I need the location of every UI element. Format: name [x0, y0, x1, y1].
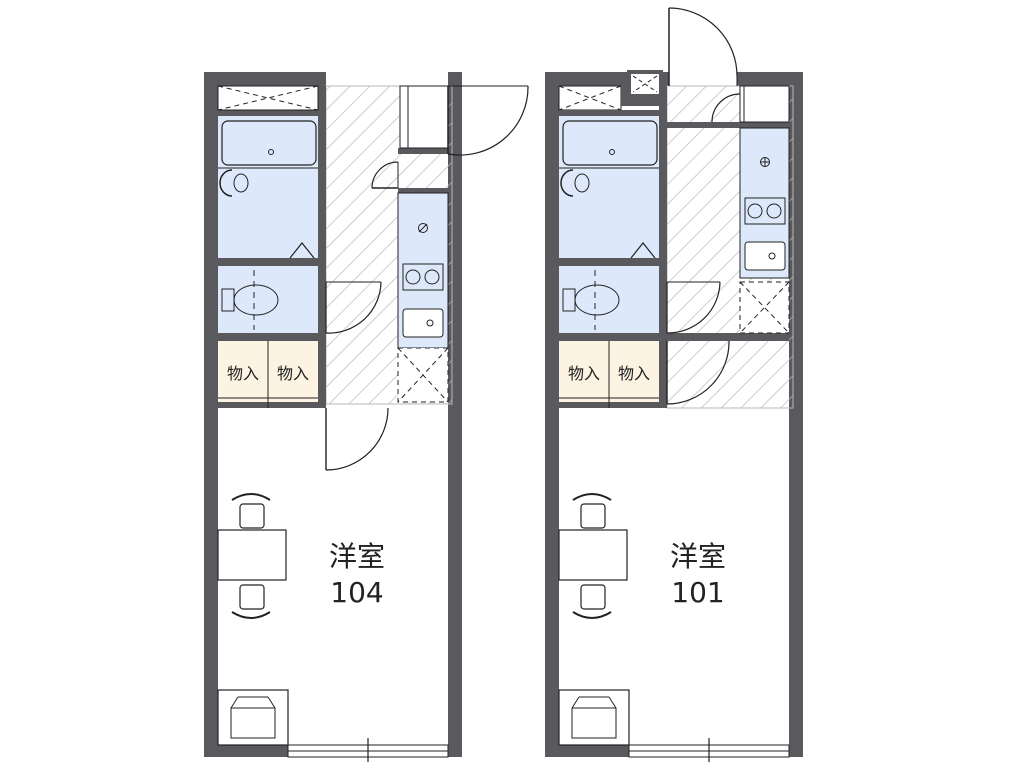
- storage-label: 物入: [618, 364, 650, 383]
- kitchen-door[interactable]: [371, 161, 399, 189]
- sink-icon: [744, 241, 786, 271]
- floor-plan-104: 物入 物入 洋室: [204, 72, 529, 762]
- interior-wall: [559, 110, 659, 116]
- fridge-outlet-icon: [760, 157, 770, 167]
- window: [628, 738, 790, 762]
- toilet-door[interactable]: [666, 281, 721, 334]
- interior-wall: [559, 258, 659, 266]
- interior-wall: [559, 333, 659, 341]
- bathroom-door[interactable]: [289, 242, 315, 259]
- interior-wall: [318, 86, 326, 408]
- shoe-cabinet: [739, 85, 790, 123]
- room-type-label: 洋室: [329, 540, 385, 573]
- desk-set: [558, 493, 628, 619]
- storage-closets: 物入 物入: [559, 341, 659, 408]
- washer-space: [739, 281, 790, 334]
- tv-stand: [217, 689, 289, 746]
- washbasin-icon: [560, 169, 590, 197]
- tv-stand: [558, 689, 630, 746]
- room-door[interactable]: [666, 340, 730, 405]
- interior-wall: [218, 333, 318, 341]
- sink-icon: [402, 308, 444, 338]
- toilet-icon: [562, 284, 620, 316]
- bathroom: [559, 116, 659, 258]
- room-type-label: 洋室: [670, 540, 726, 573]
- stove-icon: [402, 263, 444, 291]
- window: [287, 738, 449, 762]
- shoe-cabinet: [399, 85, 449, 149]
- storage-label: 物入: [227, 364, 259, 383]
- interior-wall: [659, 86, 667, 408]
- interior-wall: [218, 110, 318, 116]
- fridge-outlet-icon: [418, 223, 428, 233]
- toilet-icon: [221, 284, 279, 316]
- top-closet: [558, 70, 667, 111]
- interior-wall: [218, 258, 318, 266]
- toilet-room: [218, 266, 318, 333]
- washbasin-icon: [219, 169, 249, 197]
- bathroom: [218, 116, 318, 258]
- stove-icon: [744, 197, 786, 225]
- interior-wall: [667, 333, 789, 341]
- room-number-label: 104: [330, 576, 383, 609]
- toilet-door[interactable]: [325, 281, 382, 334]
- storage-closets: 物入 物入: [218, 341, 318, 408]
- storage-label: 物入: [568, 364, 600, 383]
- floor-plan-101: 物入 物入 洋室 101: [545, 7, 803, 762]
- bathroom-door[interactable]: [630, 242, 656, 259]
- entrance-door[interactable]: [668, 7, 738, 86]
- bathtub: [221, 120, 317, 166]
- kitchen-door[interactable]: [711, 93, 741, 123]
- bathtub: [562, 120, 658, 166]
- storage-label: 物入: [277, 364, 309, 383]
- entrance-door[interactable]: [447, 85, 529, 156]
- desk-set: [217, 493, 287, 619]
- top-closet: [217, 85, 319, 111]
- toilet-room: [559, 266, 659, 333]
- interior-wall: [398, 188, 448, 193]
- interior-wall: [667, 122, 789, 128]
- interior-wall: [398, 148, 448, 154]
- room-door[interactable]: [325, 407, 389, 471]
- room-number-label: 101: [671, 576, 724, 609]
- washer-space: [397, 347, 449, 403]
- interior-wall: [218, 402, 326, 408]
